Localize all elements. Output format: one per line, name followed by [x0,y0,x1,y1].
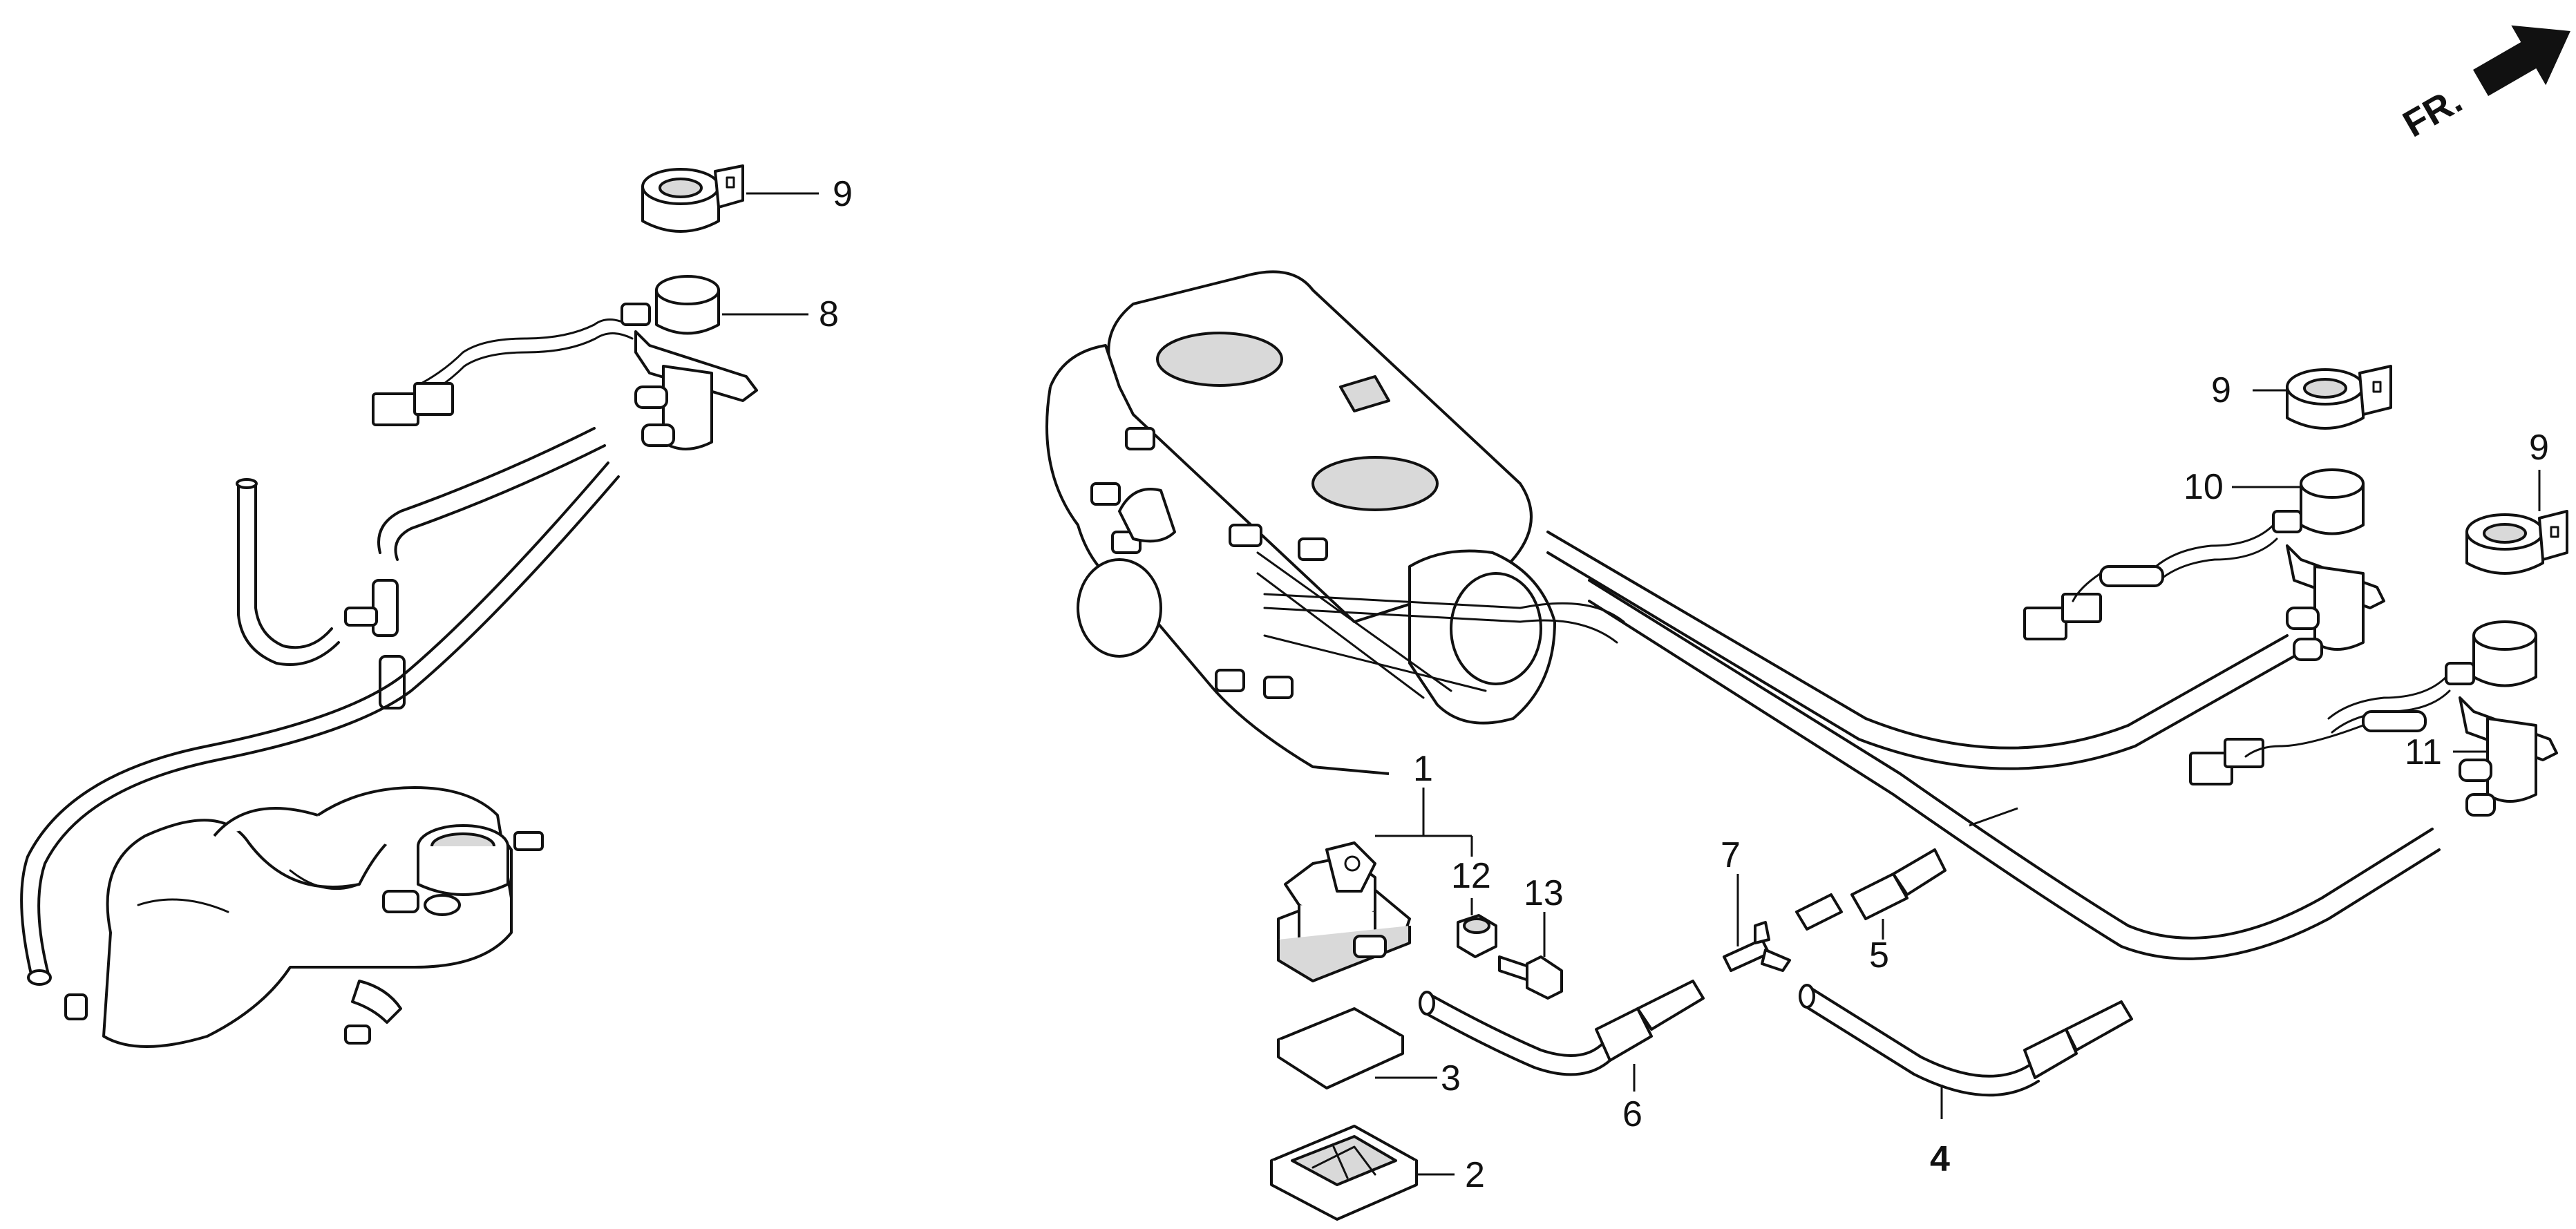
clamp-ring-part-9-top [641,164,819,233]
bolt-part-13 [1498,912,1563,1000]
callout-6: 6 [1622,1094,1642,1134]
holder-part-2 [1270,1125,1455,1221]
callout-9-top-left: 9 [833,174,853,214]
callout-3: 3 [1441,1058,1461,1098]
solenoid-valve-part-11 [2189,620,2558,817]
callout-11: 11 [2405,732,2442,772]
front-arrow-icon [2473,25,2570,97]
pad-part-3 [1277,1007,1437,1089]
control-valve-part-1 [1277,788,1473,982]
main-vacuum-hose-run [1546,531,2441,960]
left-throttle-body [64,786,544,1048]
callout-5: 5 [1869,935,1889,975]
callout-9-upper-right: 9 [2211,370,2231,410]
callout-4: 4 [1930,1139,1950,1179]
front-direction-indicator: FR. [2396,25,2570,145]
clamp-ring-part-9-upper-right [2253,365,2392,430]
hose-part-6 [1419,980,1705,1092]
callout-12: 12 [1451,856,1491,896]
callout-7: 7 [1721,835,1741,875]
callout-8: 8 [819,294,839,334]
solenoid-valve-part-8 [372,275,808,450]
clamp-ring-part-9-right [2465,470,2568,575]
left-vacuum-hoses [20,427,620,986]
fitting-part-5 [1795,848,1947,940]
nut-part-12 [1457,898,1497,958]
callout-9-right: 9 [2529,428,2549,468]
solenoid-valve-part-10 [2023,468,2385,661]
hose-part-4 [1799,984,2133,1119]
front-label: FR. [2396,79,2469,145]
tee-joint-part-7 [1723,874,1791,972]
engine-airbox-assembly [1045,270,1625,775]
callout-1: 1 [1413,749,1433,789]
callout-13: 13 [1524,873,1564,913]
callout-10: 10 [2184,467,2224,507]
callout-2: 2 [1465,1155,1485,1195]
